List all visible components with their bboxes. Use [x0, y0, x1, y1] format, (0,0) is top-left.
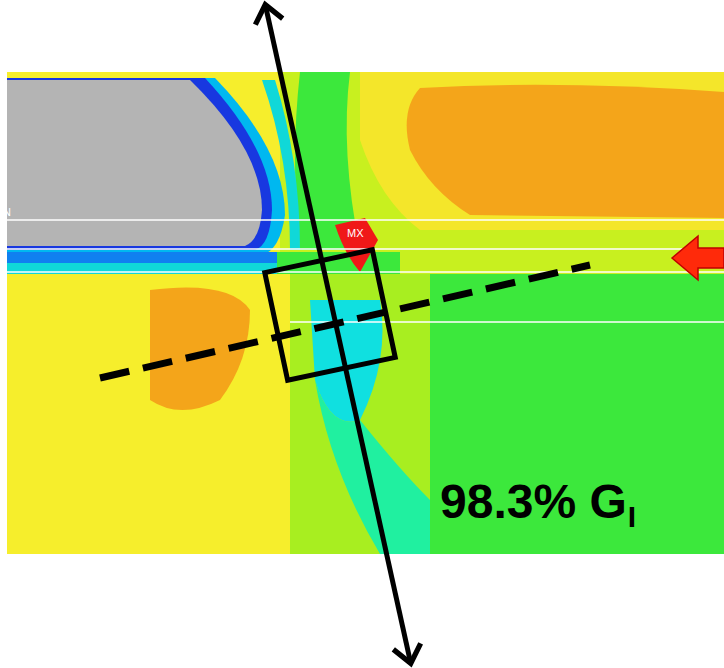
energy-ratio: 98.3% G [440, 478, 627, 526]
mode-subscript: I [628, 502, 636, 532]
element-square [265, 250, 395, 380]
load-arrow [672, 236, 724, 280]
contour-field [7, 72, 724, 554]
blue-band [7, 78, 272, 250]
node-letter: N [3, 207, 11, 218]
max-region [335, 218, 378, 272]
orange-band [407, 85, 724, 218]
crack-region [7, 80, 262, 246]
max-marker: MX [347, 228, 364, 239]
